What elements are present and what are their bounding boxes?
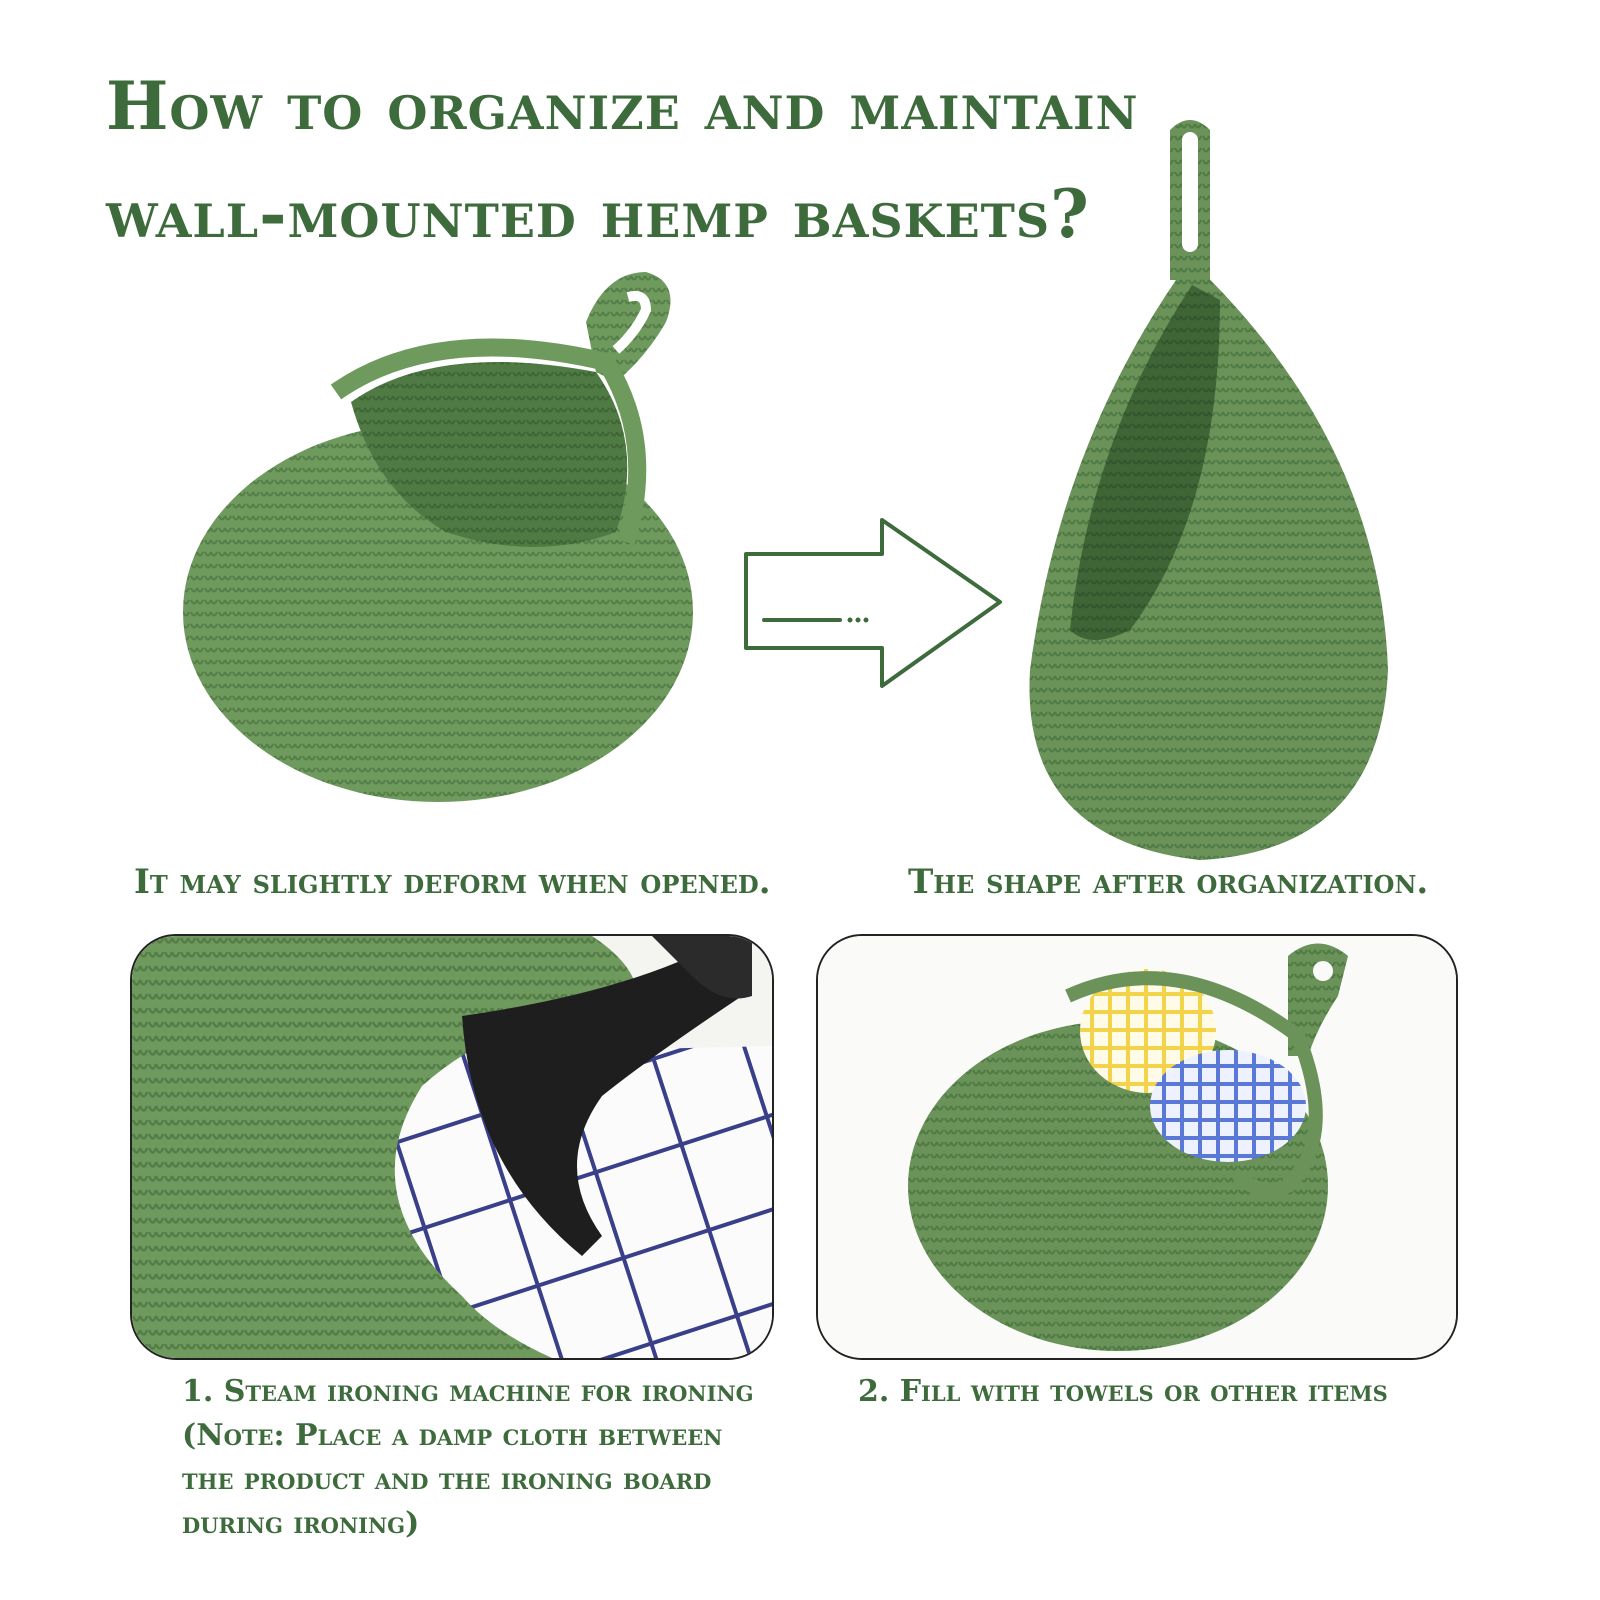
page-title: How to organize and maintain wall-mounte…	[106, 52, 1286, 268]
organized-basket-photo	[1020, 110, 1400, 870]
title-line-2: wall-mounted hemp baskets?	[106, 175, 1090, 253]
title-line-1: How to organize and maintain	[106, 67, 1139, 145]
filled-basket-photo	[816, 934, 1458, 1360]
step-1-line-2: (Note: Place a damp cloth between	[182, 1418, 723, 1453]
step-1-line-1: 1. Steam ironing machine for ironing	[182, 1374, 754, 1409]
steam-ironing-photo	[130, 934, 774, 1360]
step-1-line-4: during ironing)	[182, 1506, 420, 1541]
step-2-instruction: 2. Fill with towels or other items	[858, 1374, 1388, 1409]
caption-deformed: It may slightly deform when opened.	[134, 862, 771, 902]
step-1-line-3: the product and the ironing board	[182, 1462, 712, 1497]
deformed-basket-photo	[176, 262, 716, 810]
caption-organized: The shape after organization.	[908, 862, 1429, 902]
step-1-instruction: 1. Steam ironing machine for ironing (No…	[182, 1370, 762, 1546]
right-arrow-icon	[742, 516, 1006, 694]
